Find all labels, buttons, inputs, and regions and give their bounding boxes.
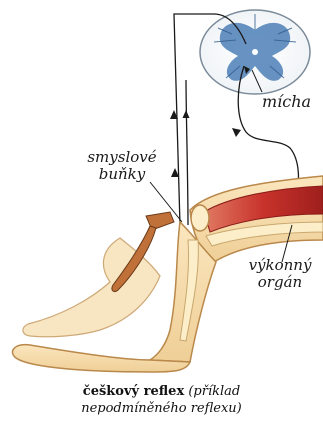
effector-organ-label: výkonný orgán (240, 257, 320, 291)
caption-title: češkový reflex (83, 384, 184, 399)
spinal-cord-label: mícha (262, 93, 311, 110)
effector-organ-label-line2: orgán (240, 274, 320, 291)
spinal-cord-cross-section (200, 10, 310, 94)
sensory-cells-label: smyslové buňky (66, 149, 178, 183)
caption-italic-line1: (příklad (184, 384, 240, 399)
caption-italic-line2: nepodmíněného reflexu) (0, 400, 323, 417)
effector-organ-label-line1: výkonný (240, 257, 320, 274)
caption-line1: češkový reflex (příklad (0, 383, 323, 400)
sensory-cells-label-line2: buňky (66, 166, 178, 183)
sensory-cells-label-line1: smyslové (66, 149, 178, 166)
diagram-caption: češkový reflex (příklad nepodmíněného re… (0, 383, 323, 417)
